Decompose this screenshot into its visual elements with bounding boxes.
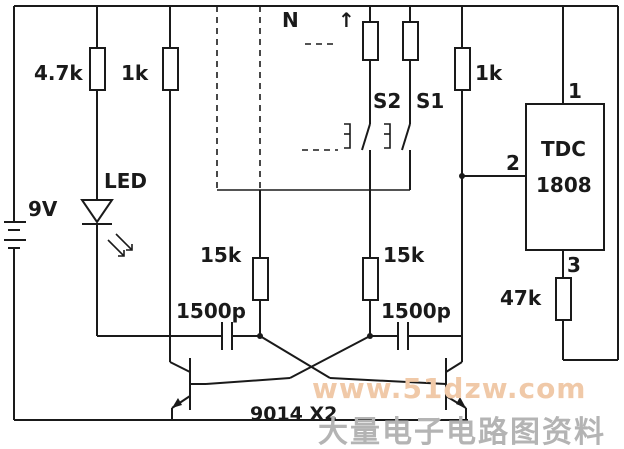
label-pin2: 2 xyxy=(506,151,520,175)
label-cap-right: 1500p xyxy=(381,299,451,323)
label-n: N xyxy=(282,8,299,32)
resistor-15k-left xyxy=(252,257,269,301)
label-ic-name: TDC xyxy=(541,137,586,161)
transistor-left xyxy=(169,350,191,420)
label-15k-left: 15k xyxy=(200,243,242,267)
resistor-s2 xyxy=(362,21,379,61)
capacitor-right xyxy=(397,322,409,350)
label-pin1: 1 xyxy=(568,79,582,103)
capacitor-left xyxy=(221,322,233,350)
label-ic-part: 1808 xyxy=(536,173,592,197)
resistor-4-7k xyxy=(89,47,106,91)
resistor-1k-left xyxy=(162,47,179,91)
ic-tdc1808 xyxy=(525,103,605,251)
label-s1: S1 xyxy=(416,89,444,113)
watermark-url: www.51dzw.com xyxy=(312,372,586,405)
cross-wire-b xyxy=(289,335,371,379)
watermark-cn: 大量电子电路图资料 xyxy=(318,415,606,449)
label-r1: 1k xyxy=(121,61,149,85)
label-pin3: 3 xyxy=(567,253,581,277)
label-arrow: ↑ xyxy=(338,8,355,32)
switch-s2 xyxy=(344,123,371,151)
switch-s1 xyxy=(384,123,411,151)
label-led: LED xyxy=(104,169,147,193)
cross-wire-a xyxy=(259,335,331,379)
label-47k: 47k xyxy=(500,286,542,310)
battery-symbol xyxy=(4,210,26,262)
resistor-47k xyxy=(555,277,572,321)
label-r2: 1k xyxy=(475,61,503,85)
label-r-led: 4.7k xyxy=(34,61,83,85)
resistor-15k-right xyxy=(362,257,379,301)
label-s2: S2 xyxy=(373,89,401,113)
led-symbol xyxy=(80,199,133,257)
resistor-s1 xyxy=(402,21,419,61)
cross-wire-a2 xyxy=(329,377,447,385)
label-15k-right: 15k xyxy=(383,243,425,267)
label-cap-left: 1500p xyxy=(176,299,246,323)
resistor-1k-right xyxy=(454,47,471,91)
label-transistors: 9014 X2 xyxy=(250,403,337,425)
cross-wire-b2 xyxy=(205,377,291,385)
transistor-right xyxy=(445,350,467,420)
label-battery: 9V xyxy=(28,197,58,221)
